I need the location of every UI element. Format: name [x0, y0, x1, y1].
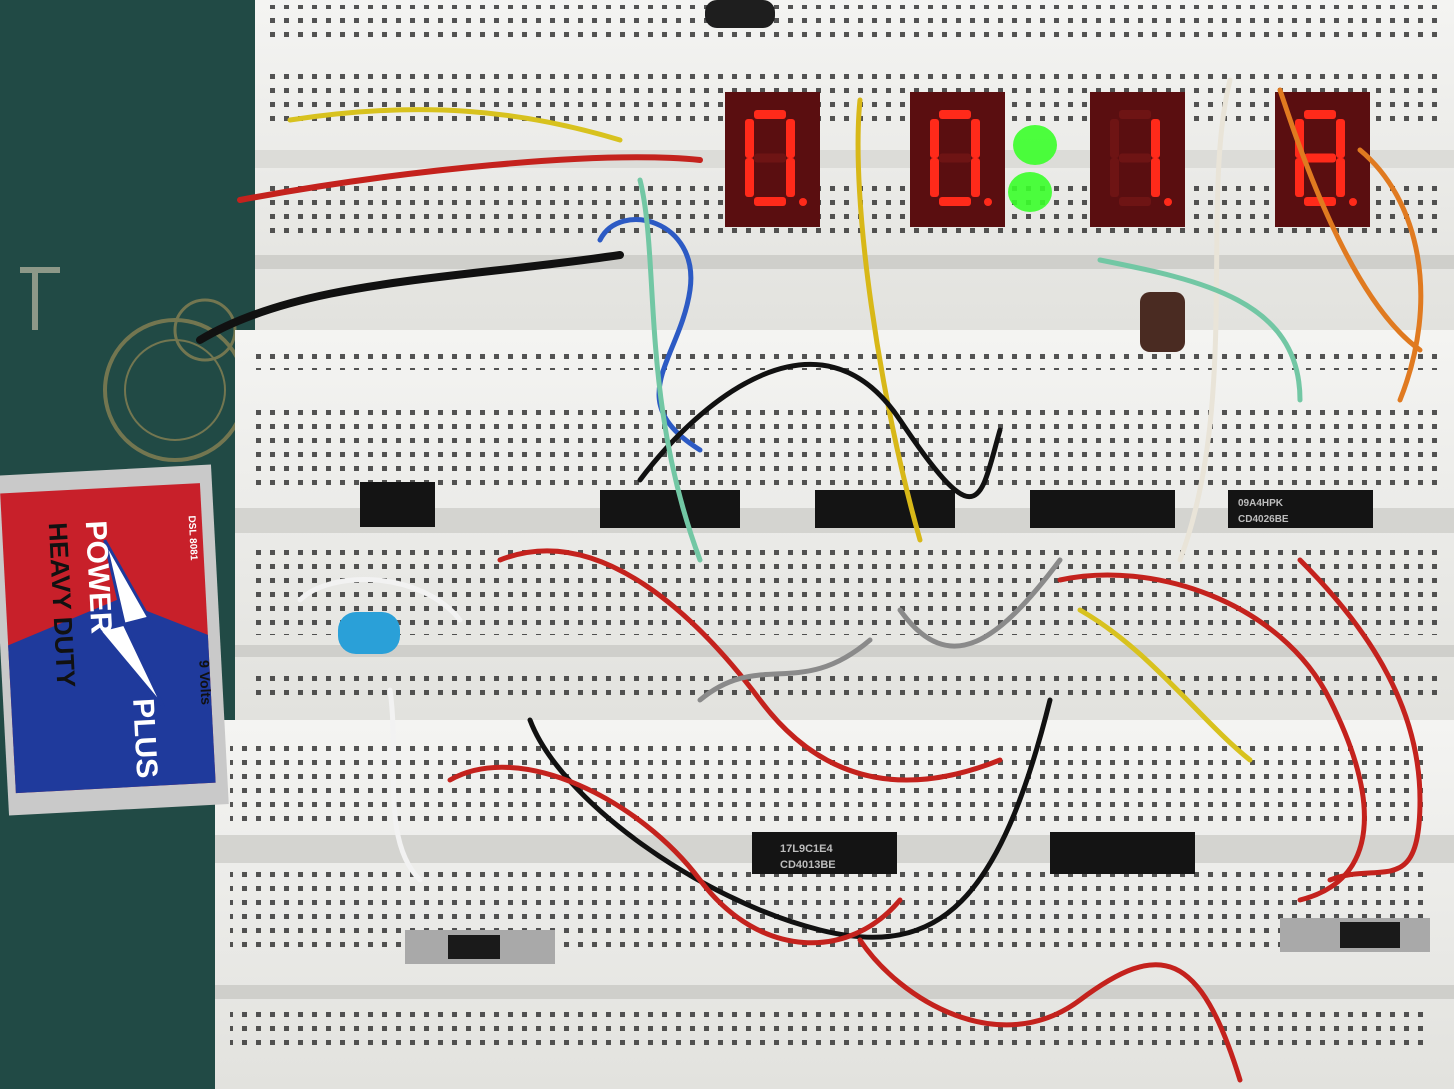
breadboard-bottom [215, 720, 1454, 1089]
segment-b [1336, 119, 1345, 158]
segment-g [754, 153, 786, 163]
segment-f [745, 119, 754, 158]
ic-chip-3 [1030, 490, 1175, 528]
decimal-point [799, 198, 807, 206]
ic-chip-6 [1050, 832, 1195, 874]
battery-brand-2: PLUS [126, 698, 163, 780]
decimal-point [1164, 198, 1172, 206]
ic-chip-2 [815, 490, 955, 528]
segment-b [786, 119, 795, 158]
segment-f [1110, 119, 1119, 158]
segment-b [1151, 119, 1160, 158]
segment-a [939, 110, 971, 119]
battery-voltage: 9 Volts [196, 660, 214, 706]
segment-d [939, 197, 971, 206]
ic-chip-5 [752, 832, 897, 874]
chip-text: CD4013BE [780, 859, 836, 871]
seven-segment-display [725, 92, 1370, 227]
segment-a [754, 110, 786, 119]
segment-d [754, 197, 786, 206]
jumper-wires [196, 77, 1424, 1083]
electrolytic-capacitor [338, 612, 400, 654]
decimal-point [1349, 198, 1357, 206]
slide-switches [405, 918, 1430, 964]
segment-c [971, 158, 980, 197]
segment-e [745, 158, 754, 197]
chip-text: 09A4HPK [1238, 498, 1284, 509]
chip-text: CD4026BE [1238, 514, 1289, 525]
segment-f [930, 119, 939, 158]
ic-chip-555 [360, 482, 435, 527]
green-leds [1008, 125, 1057, 212]
capacitors [338, 0, 1185, 654]
segment-g [1119, 153, 1151, 163]
green-led [1008, 172, 1052, 212]
decimal-point [984, 198, 992, 206]
battery-9v: POWER HEAVY DUTY PLUS 9 Volts DSL 8081 [0, 464, 229, 816]
segment-c [1151, 158, 1160, 197]
segment-e [1110, 158, 1119, 197]
electrolytic-capacitor [705, 0, 775, 28]
segment-c [786, 158, 795, 197]
electrolytic-capacitor [1140, 292, 1185, 352]
battery-code: DSL 8081 [186, 515, 199, 561]
segment-g [1304, 153, 1336, 163]
segment-e [1295, 158, 1304, 197]
segment-c [1336, 158, 1345, 197]
battery-brand: POWER [79, 520, 118, 635]
segment-b [971, 119, 980, 158]
ic-chip-4 [1228, 490, 1373, 528]
segment-g [939, 153, 971, 163]
segment-a [1119, 110, 1151, 119]
segment-e [930, 158, 939, 197]
chip-text: 17L9C1E4 [780, 843, 833, 855]
green-led [1013, 125, 1057, 165]
ic-chip-1 [600, 490, 740, 528]
segment-a [1304, 110, 1336, 119]
segment-d [1119, 197, 1151, 206]
ic-chips: 09A4HPK CD4026BE 17L9C1E4 CD4013BE [360, 482, 1373, 874]
